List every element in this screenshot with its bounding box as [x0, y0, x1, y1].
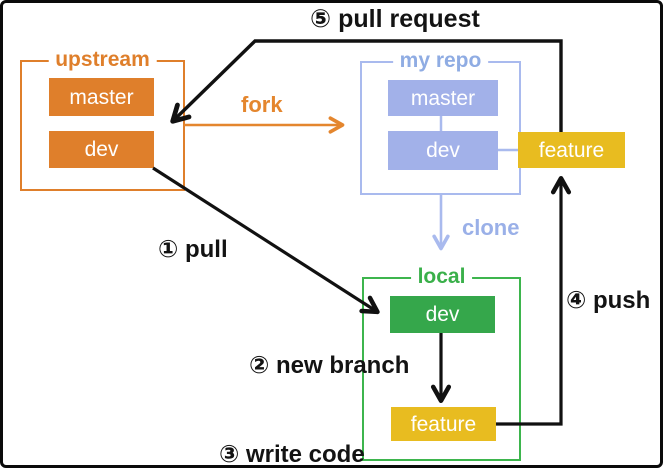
upstream-master-node: master — [49, 78, 154, 116]
write-code-label: ③ write code — [219, 441, 365, 468]
local-group: local — [362, 265, 521, 461]
local-group-label: local — [410, 265, 473, 289]
remote-feature-node: feature — [518, 132, 625, 168]
my-repo-group-label: my repo — [392, 49, 489, 73]
push-label: ④ push — [566, 287, 651, 314]
clone-label: clone — [462, 215, 520, 240]
my-repo-dev-node: dev — [388, 131, 498, 170]
new-branch-label: ② new branch — [249, 352, 410, 379]
my-repo-master-node: master — [388, 80, 498, 116]
local-feature-node: feature — [391, 407, 496, 441]
pull-request-label: ⑤ pull request — [310, 5, 480, 33]
upstream-dev-node: dev — [49, 131, 154, 168]
upstream-group-label: upstream — [48, 48, 157, 72]
fork-label: fork — [241, 92, 283, 117]
local-dev-node: dev — [390, 296, 495, 333]
pull-label: ① pull — [158, 236, 228, 263]
